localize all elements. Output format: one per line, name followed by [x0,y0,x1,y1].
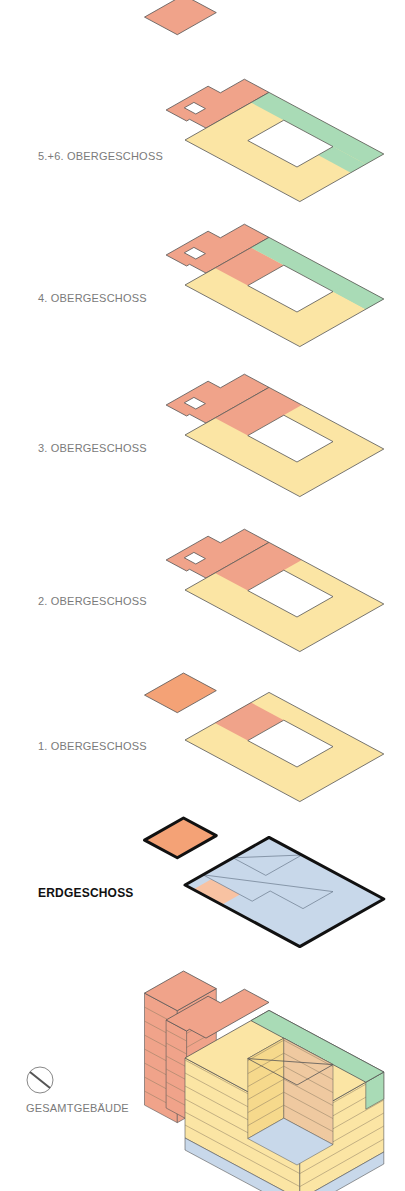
wing-side [166,1020,187,1119]
floor-line [166,1056,187,1067]
floor-line [284,1066,333,1092]
compass-needle [30,1072,50,1088]
courtyard [248,120,333,167]
floor-line [284,1079,333,1105]
courtyard-floor [248,1118,333,1165]
floor-line [166,1095,187,1106]
floor-line [248,1053,284,1073]
main-plate [185,237,384,346]
main-plate [185,692,384,801]
main-outline [185,92,384,201]
ground-plate [185,837,384,946]
ground-outline [185,837,384,946]
main-outline [185,542,384,651]
courtyard [248,570,333,617]
floor-line [248,1079,284,1099]
wing-light-well [184,552,205,564]
floor-line [166,1030,187,1041]
main-outline [185,237,384,346]
compass-circle [27,1067,53,1093]
partition-line [233,855,302,875]
main-outline [185,692,384,801]
compass-symbol [27,1067,53,1093]
floor-line [166,1082,187,1093]
annex-plate [145,673,217,713]
floor-label: GESAMTGEBÄUDE [26,1102,129,1114]
wing-light-well [184,102,205,114]
courtyard [248,415,333,462]
roof-plate [145,0,217,35]
floor-line [248,1066,284,1086]
main-outline [185,387,384,496]
floor-label: 3. OBERGESCHOSS [38,442,147,454]
floor-line [284,1092,333,1118]
floor-line [166,1069,187,1080]
courtyard [248,265,333,312]
main-plate [185,542,384,651]
base-front [300,1152,384,1191]
annex-plate [145,818,217,858]
floor-line [248,1092,284,1112]
floor-label: 1. OBERGESCHOSS [38,740,147,752]
floor-label: ERDGESCHOSS [38,886,134,900]
main-plate [185,92,384,201]
floor-line [284,1053,333,1079]
floor-line [166,1043,187,1054]
wing-light-well [184,247,205,259]
floor-label: 5.+6. OBERGESCHOSS [38,150,163,162]
main-plate [185,387,384,496]
courtyard-rim [248,1059,333,1085]
courtyard [248,720,333,767]
floor-label: 2. OBERGESCHOSS [38,595,147,607]
wing-light-well [184,397,205,409]
floor-line [248,1040,284,1060]
floor-label: 4. OBERGESCHOSS [38,292,147,304]
